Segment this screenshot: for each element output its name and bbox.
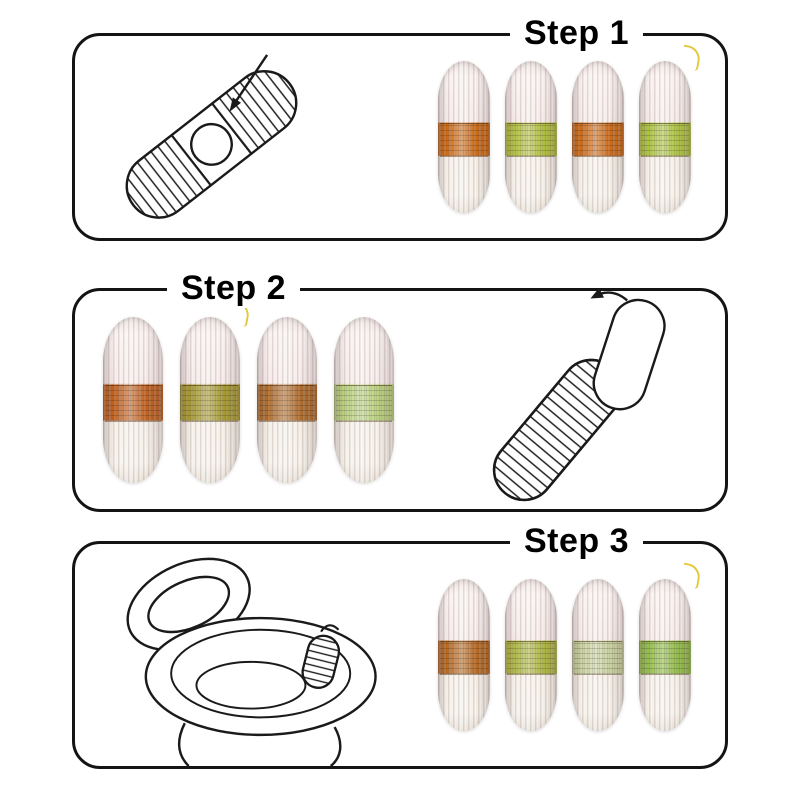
product-capsule	[505, 61, 557, 213]
press-capsule-svg	[113, 54, 310, 231]
hanger-string-icon	[680, 562, 702, 590]
press-button-circle	[190, 122, 233, 166]
toilet-bowl	[144, 616, 377, 737]
press-capsule-drawing	[103, 41, 325, 233]
press-arrow-icon	[229, 54, 269, 112]
toilet-svg	[126, 557, 377, 766]
product-capsule	[257, 317, 317, 483]
step-3-label: Step 3	[509, 521, 643, 561]
step-2-panel: Step 2	[72, 268, 728, 515]
product-capsule	[572, 579, 624, 731]
product-capsule	[180, 300, 251, 483]
capsule-photo-row	[438, 44, 702, 213]
step-3-panel: Step 3	[72, 521, 728, 769]
product-capsule	[505, 579, 557, 731]
twist-open-capsule-drawing	[459, 285, 691, 515]
step-1-panel: Step 1	[72, 13, 728, 241]
step-2-label: Step 2	[167, 268, 301, 308]
product-capsule	[438, 579, 490, 731]
capsule-outline	[113, 58, 310, 231]
twist-arrow-icon	[590, 287, 628, 302]
product-capsule	[438, 61, 490, 213]
capsule-bottom-half	[492, 358, 623, 502]
hanging-capsule	[301, 634, 341, 689]
product-capsule	[572, 61, 624, 213]
capsule-photo-row	[438, 562, 702, 731]
capsule-top-half-open	[592, 298, 666, 411]
toilet-drawing	[103, 548, 395, 766]
product-capsule	[103, 317, 163, 483]
hanger-string-icon	[680, 44, 702, 72]
capsule-photo-row	[103, 300, 394, 483]
toilet-pedestal	[177, 722, 342, 766]
step-1-label: Step 1	[509, 13, 643, 53]
product-capsule	[334, 317, 394, 483]
product-capsule	[639, 44, 702, 213]
twist-open-svg	[492, 287, 666, 502]
product-capsule	[639, 562, 702, 731]
capsule-hook-on-rim	[320, 624, 340, 633]
